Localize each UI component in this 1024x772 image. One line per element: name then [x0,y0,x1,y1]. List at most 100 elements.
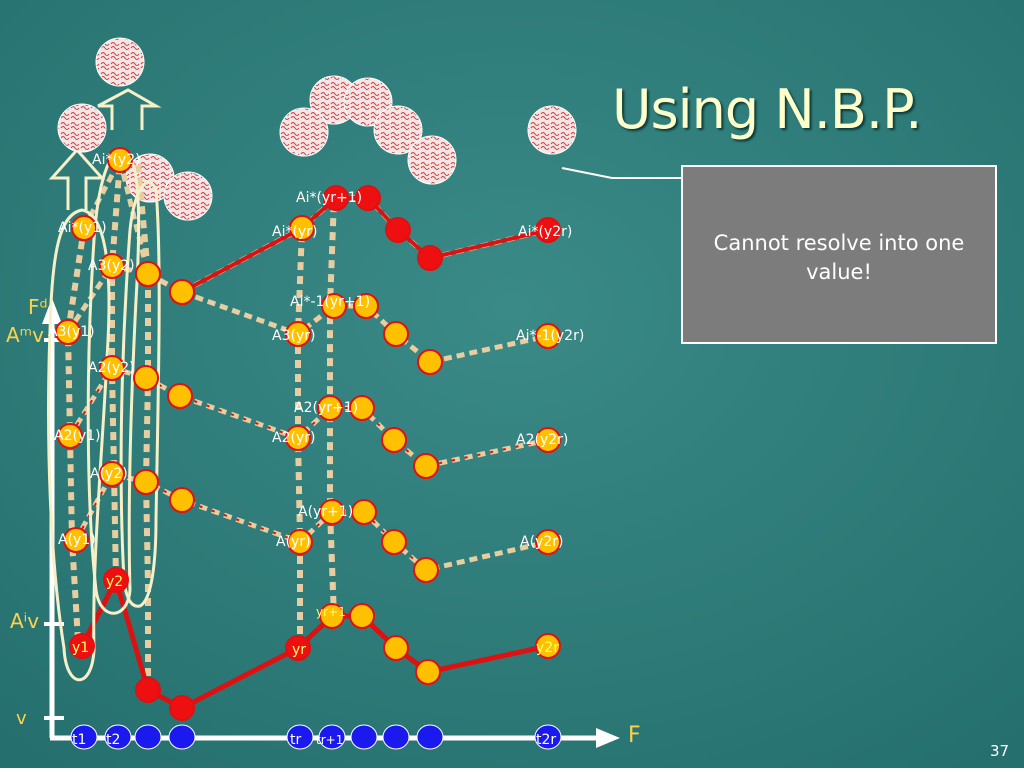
page-number: 37 [990,742,1010,760]
graph-node [57,423,83,449]
trail-y1 [64,227,87,641]
label-a-yr: A(yr) [276,534,311,550]
graph-node [317,395,343,421]
cloud-circle [57,103,107,153]
graph-node [319,603,345,629]
cloud-circle [527,105,577,155]
label-ai-y2r: Ai*(y2r) [518,224,572,240]
y-label-fd: Fᵈ [28,295,48,319]
label-ai-yr: Ai*(yr) [272,224,317,240]
trail-t3 [135,163,151,690]
graph-node [349,603,375,629]
graph-node [99,461,125,487]
graph-node [417,349,443,375]
up-arrow-2-icon [97,88,162,130]
label-aim1-y2r: Ai*-1(y2r) [516,328,584,344]
label-a2-y1: A2(y1) [54,428,101,444]
callout-box: Cannot resolve into one value! [681,165,997,344]
graph-node [135,261,161,287]
label-a2-yr1: A2(yr+1) [294,400,358,416]
graph-node [349,395,375,421]
graph-node [285,321,311,347]
graph-node [99,253,125,279]
label-aim1-yr1: Ai*-1(yr+1) [290,294,370,310]
graph-node [169,487,195,513]
node-labels: y1 y2 yr yr+1 y2r A(y1) A(y2) A(yr) A(yr… [48,152,584,658]
marker-t9 [416,724,444,750]
cloud-circle [279,107,329,157]
x-tick-labels: t1 t2 tr tr+1 t2r [72,732,556,748]
graph-node [535,529,561,555]
graph-node [355,185,381,211]
graph-node [133,469,159,495]
label-yr: yr [292,642,306,658]
graph-node [413,453,439,479]
graph-node [413,557,439,583]
marker-t7 [350,724,378,750]
graph-node [381,427,407,453]
graph-node [169,695,195,721]
graph-node [535,217,561,243]
x-tick-tr1: tr+1 [316,733,343,747]
marker-tr [286,724,314,750]
graph-node [321,293,347,319]
x-tick-tr: tr [290,732,301,748]
graph-node [169,279,195,305]
graph-node [323,185,349,211]
marker-t3 [134,724,162,750]
marker-t4 [168,724,196,750]
graph-node [133,365,159,391]
x-tick-t2r: t2r [536,732,556,748]
label-yr1: yr+1 [316,605,346,619]
graph-node [287,529,313,555]
axis-labels: F Fᵈ Aᵐv Aⁱv v [6,295,641,748]
graph-node [103,567,129,593]
marker-t1 [70,724,98,750]
graph-node [55,319,81,345]
label-a3-yr: A3(yr) [272,328,315,344]
x-tick-t1: t1 [72,732,86,748]
label-ai-y1: Ai*(y1) [58,220,107,236]
cloud-circle [373,105,423,155]
patterned-clouds [57,37,577,221]
x-axis-label: F [628,723,641,748]
label-y2: y2 [106,574,123,590]
graph-node [167,383,193,409]
graph-node [285,425,311,451]
label-a2-yr: A2(yr) [272,430,315,446]
graph-node [417,245,443,271]
graph-node [99,355,125,381]
x-axis-markers [70,724,562,750]
marker-t2 [104,724,132,750]
label-a-y2r: A(y2r) [520,534,563,550]
graph-node [135,677,161,703]
graph-node [381,529,407,555]
cloud-circle [163,171,213,221]
graph-node [385,217,411,243]
label-ai-yr1: Ai*(yr+1) [296,190,362,206]
graph-node [289,215,315,241]
marker-t2r [534,724,562,750]
x-tick-t2: t2 [106,732,120,748]
callout-pointer [561,167,682,179]
label-a2-y2r: A2(y2r) [516,432,568,448]
marker-tr1 [318,724,346,750]
y-label-amv: Aᵐv [6,323,44,347]
enclosure-y2 [86,148,141,615]
label-a3-y2: A3(y2) [88,258,135,274]
graph-node [69,633,95,659]
slide-title: Using N.B.P. [612,78,922,141]
label-a-yr1: A(yr+1) [298,504,353,520]
label-a3-y1: A3(y1) [48,324,95,340]
graph-node [351,499,377,525]
graph-node [353,293,379,319]
graph-node [71,215,97,241]
path-v-level [79,577,549,711]
label-y1: y1 [72,640,89,656]
node-layer [55,147,561,721]
graph-node [383,635,409,661]
graph-node [415,659,441,685]
x-axis-arrow [596,728,620,748]
